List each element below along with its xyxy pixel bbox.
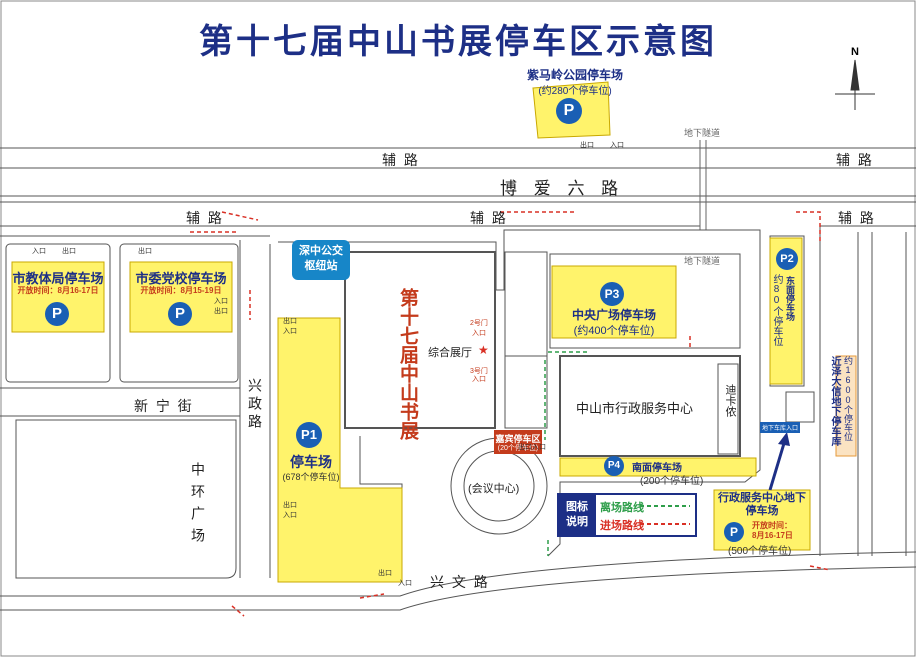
parking-icon: P (724, 522, 744, 542)
p1-icon: P1 (296, 422, 322, 448)
lot-underground-name: 行政服务中心地下停车场 (718, 492, 806, 517)
road-fulu-5: 辅 路 (838, 210, 876, 226)
entry-label: 入口 (283, 512, 297, 519)
zhonghuan-label: 中环广场 (190, 462, 206, 550)
underpass (699, 140, 707, 230)
exit-label: 出口 (62, 248, 76, 255)
hub-box (292, 240, 350, 280)
p4-icon: P4 (604, 456, 624, 476)
entry-label: 入口 (610, 142, 624, 149)
lot-zimaling-cap: (约280个停车位) (538, 86, 612, 97)
map-title: 第十七届中山书展停车区示意图 (199, 23, 717, 61)
lot-p4-name: 南面停车场 (632, 463, 682, 474)
legend-title-box (558, 494, 596, 536)
lot-dangxiao-time: 开放时间：8月15-19日 (140, 286, 222, 295)
admin-center-label: 中山市行政服务中心 (576, 401, 694, 416)
legend-exit-label: 离场路线 (600, 502, 644, 514)
exit-label: 出口 (283, 318, 297, 325)
underpass-label-1: 地下隧道 (684, 128, 721, 138)
legend-title: 图标说明 (566, 501, 588, 528)
road-fulu-1: 辅 路 (382, 152, 420, 168)
hub-label: 深中公交枢纽站 (299, 245, 343, 272)
lot-p1-cap: (678个停车位) (282, 472, 340, 482)
lot-jiaotiju-time: 开放时间：8月16-17日 (17, 286, 99, 295)
vip-cap: (20个停车位) (497, 445, 539, 452)
exit-label: 出口 (214, 308, 228, 315)
exit-label: 出口 (518, 444, 532, 451)
entry-label: 入口 (472, 376, 486, 383)
road-xingzheng: 兴政路 (247, 378, 263, 432)
underground-entry-label: 地下车库入口 (760, 422, 801, 433)
p3-icon: P3 (600, 282, 624, 306)
lot-p2-cap: 约80个停车位 (771, 274, 782, 346)
entry-label: 入口 (532, 444, 546, 451)
road-fulu-4: 辅 路 (470, 210, 508, 226)
compass-icon (835, 59, 875, 110)
entry-label: 入口 (283, 328, 297, 335)
lot-p4-cap: (200个停车位) (640, 476, 704, 487)
parking-icon: P (45, 302, 69, 326)
lot-underground-time-label: 开放时间： (752, 521, 792, 530)
parking-icon: P (168, 302, 192, 326)
lot-p3-cap: (约400个停车位) (573, 325, 655, 337)
entry-label: 入口 (32, 248, 46, 255)
road-xingwen: 兴 文 路 (430, 574, 490, 590)
lot-zimaling-name: 紫马岭公园停车场 (526, 68, 623, 82)
lot-jinze-name: 近泽大信地下停车库 (829, 356, 840, 446)
entry-label: 入口 (214, 298, 228, 305)
road-lines (0, 147, 916, 611)
entry-label: 入口 (472, 330, 486, 337)
conference-label: (会议中心) (468, 483, 520, 495)
bookfair-label: 第十七届中山书展 (397, 288, 418, 440)
lot-jinze-cap: 约1600个停车位 (843, 356, 853, 441)
exit-label: 出口 (580, 142, 594, 149)
hall-label: 综合展厅 (428, 347, 472, 359)
legend-entry-label: 进场路线 (600, 520, 644, 532)
road-boai: 博 爱 六 路 (500, 179, 625, 198)
lot-p3-name: 中央广场停车场 (571, 308, 656, 322)
underpass-label-2: 地下隧道 (684, 256, 721, 266)
lot-p1-shape (277, 317, 403, 583)
exit-label: 出口 (138, 248, 152, 255)
vip-box (494, 430, 542, 454)
road-xinning: 新 宁 街 (134, 398, 194, 414)
lot-jiaotiju-name: 市教体局停车场 (12, 271, 104, 286)
gate3-label: 3号门 (470, 368, 488, 375)
exit-label: 出口 (283, 502, 297, 509)
vip-label: 嘉宾停车区 (495, 434, 541, 444)
lot-p2-name: 东面停车场 (785, 276, 795, 321)
dikayi-label: 迪卡侬 (724, 384, 736, 417)
lot-p1-name: 停车场 (290, 454, 332, 470)
road-fulu-2: 辅 路 (836, 152, 874, 168)
yellow-lots (11, 81, 857, 583)
entry-label: 入口 (398, 580, 412, 587)
lot-underground-time: 8月16-17日 (752, 531, 793, 540)
underground-arrow (768, 439, 787, 491)
route-lines (190, 211, 831, 617)
p2-icon: P2 (776, 248, 798, 270)
compass-label: N (851, 46, 859, 58)
parking-icon: P (556, 98, 582, 124)
lot-underground-cap: (500个停车位) (728, 546, 792, 557)
road-fulu-3: 辅 路 (186, 210, 224, 226)
star-icon: ★ (478, 343, 489, 357)
lot-jinze-shape (835, 355, 857, 457)
lot-dangxiao-name: 市委党校停车场 (135, 271, 227, 286)
gate2-label: 2号门 (470, 320, 488, 327)
exit-label: 出口 (378, 570, 392, 577)
